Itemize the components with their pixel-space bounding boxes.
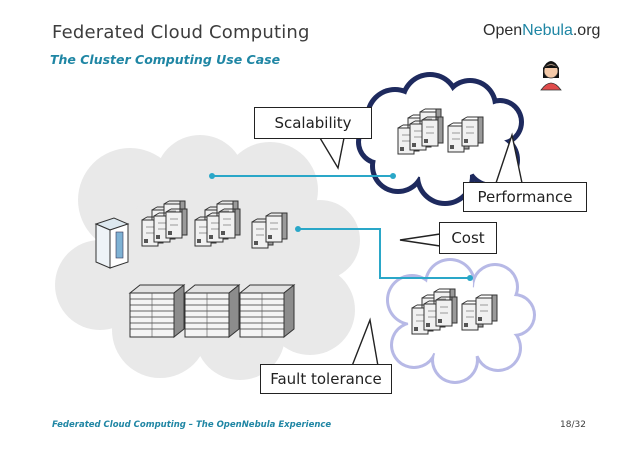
fault-tolerance-callout: Fault tolerance — [260, 364, 392, 394]
cost-tail — [399, 233, 441, 247]
opennebula-logo: OpenNebula.org — [483, 22, 601, 39]
connector-dot — [390, 173, 396, 179]
page-number: 18/32 — [560, 420, 586, 430]
blade-racks — [129, 284, 295, 338]
connector-dot — [467, 275, 473, 281]
connector-dot — [209, 173, 215, 179]
callout-tails — [318, 132, 523, 367]
connector-dot — [295, 226, 301, 232]
performance-callout: Performance — [463, 182, 587, 212]
footer-caption: Federated Cloud Computing – The OpenNebu… — [52, 420, 332, 430]
remote-cloud-light-icon — [386, 258, 536, 384]
scalability-label: Scalability — [274, 114, 352, 132]
performance-label: Performance — [477, 188, 573, 206]
scalability-callout: Scalability — [254, 107, 372, 139]
federation-connectors — [212, 175, 470, 279]
blade-rack-icon — [239, 284, 295, 338]
cost-label: Cost — [451, 229, 485, 247]
cost-callout: Cost — [439, 222, 497, 254]
connector-line-bottom — [298, 228, 470, 279]
page-title: Federated Cloud Computing — [52, 22, 310, 43]
scalability-tail — [318, 137, 345, 170]
person-icon — [540, 61, 562, 91]
fault-tolerance-tail — [350, 317, 379, 367]
blade-rack-icon — [129, 284, 185, 338]
page-subtitle: The Cluster Computing Use Case — [50, 52, 281, 67]
fault-tolerance-label: Fault tolerance — [270, 370, 382, 388]
blade-rack-icon — [184, 284, 240, 338]
tower-pc-icon — [94, 217, 130, 269]
